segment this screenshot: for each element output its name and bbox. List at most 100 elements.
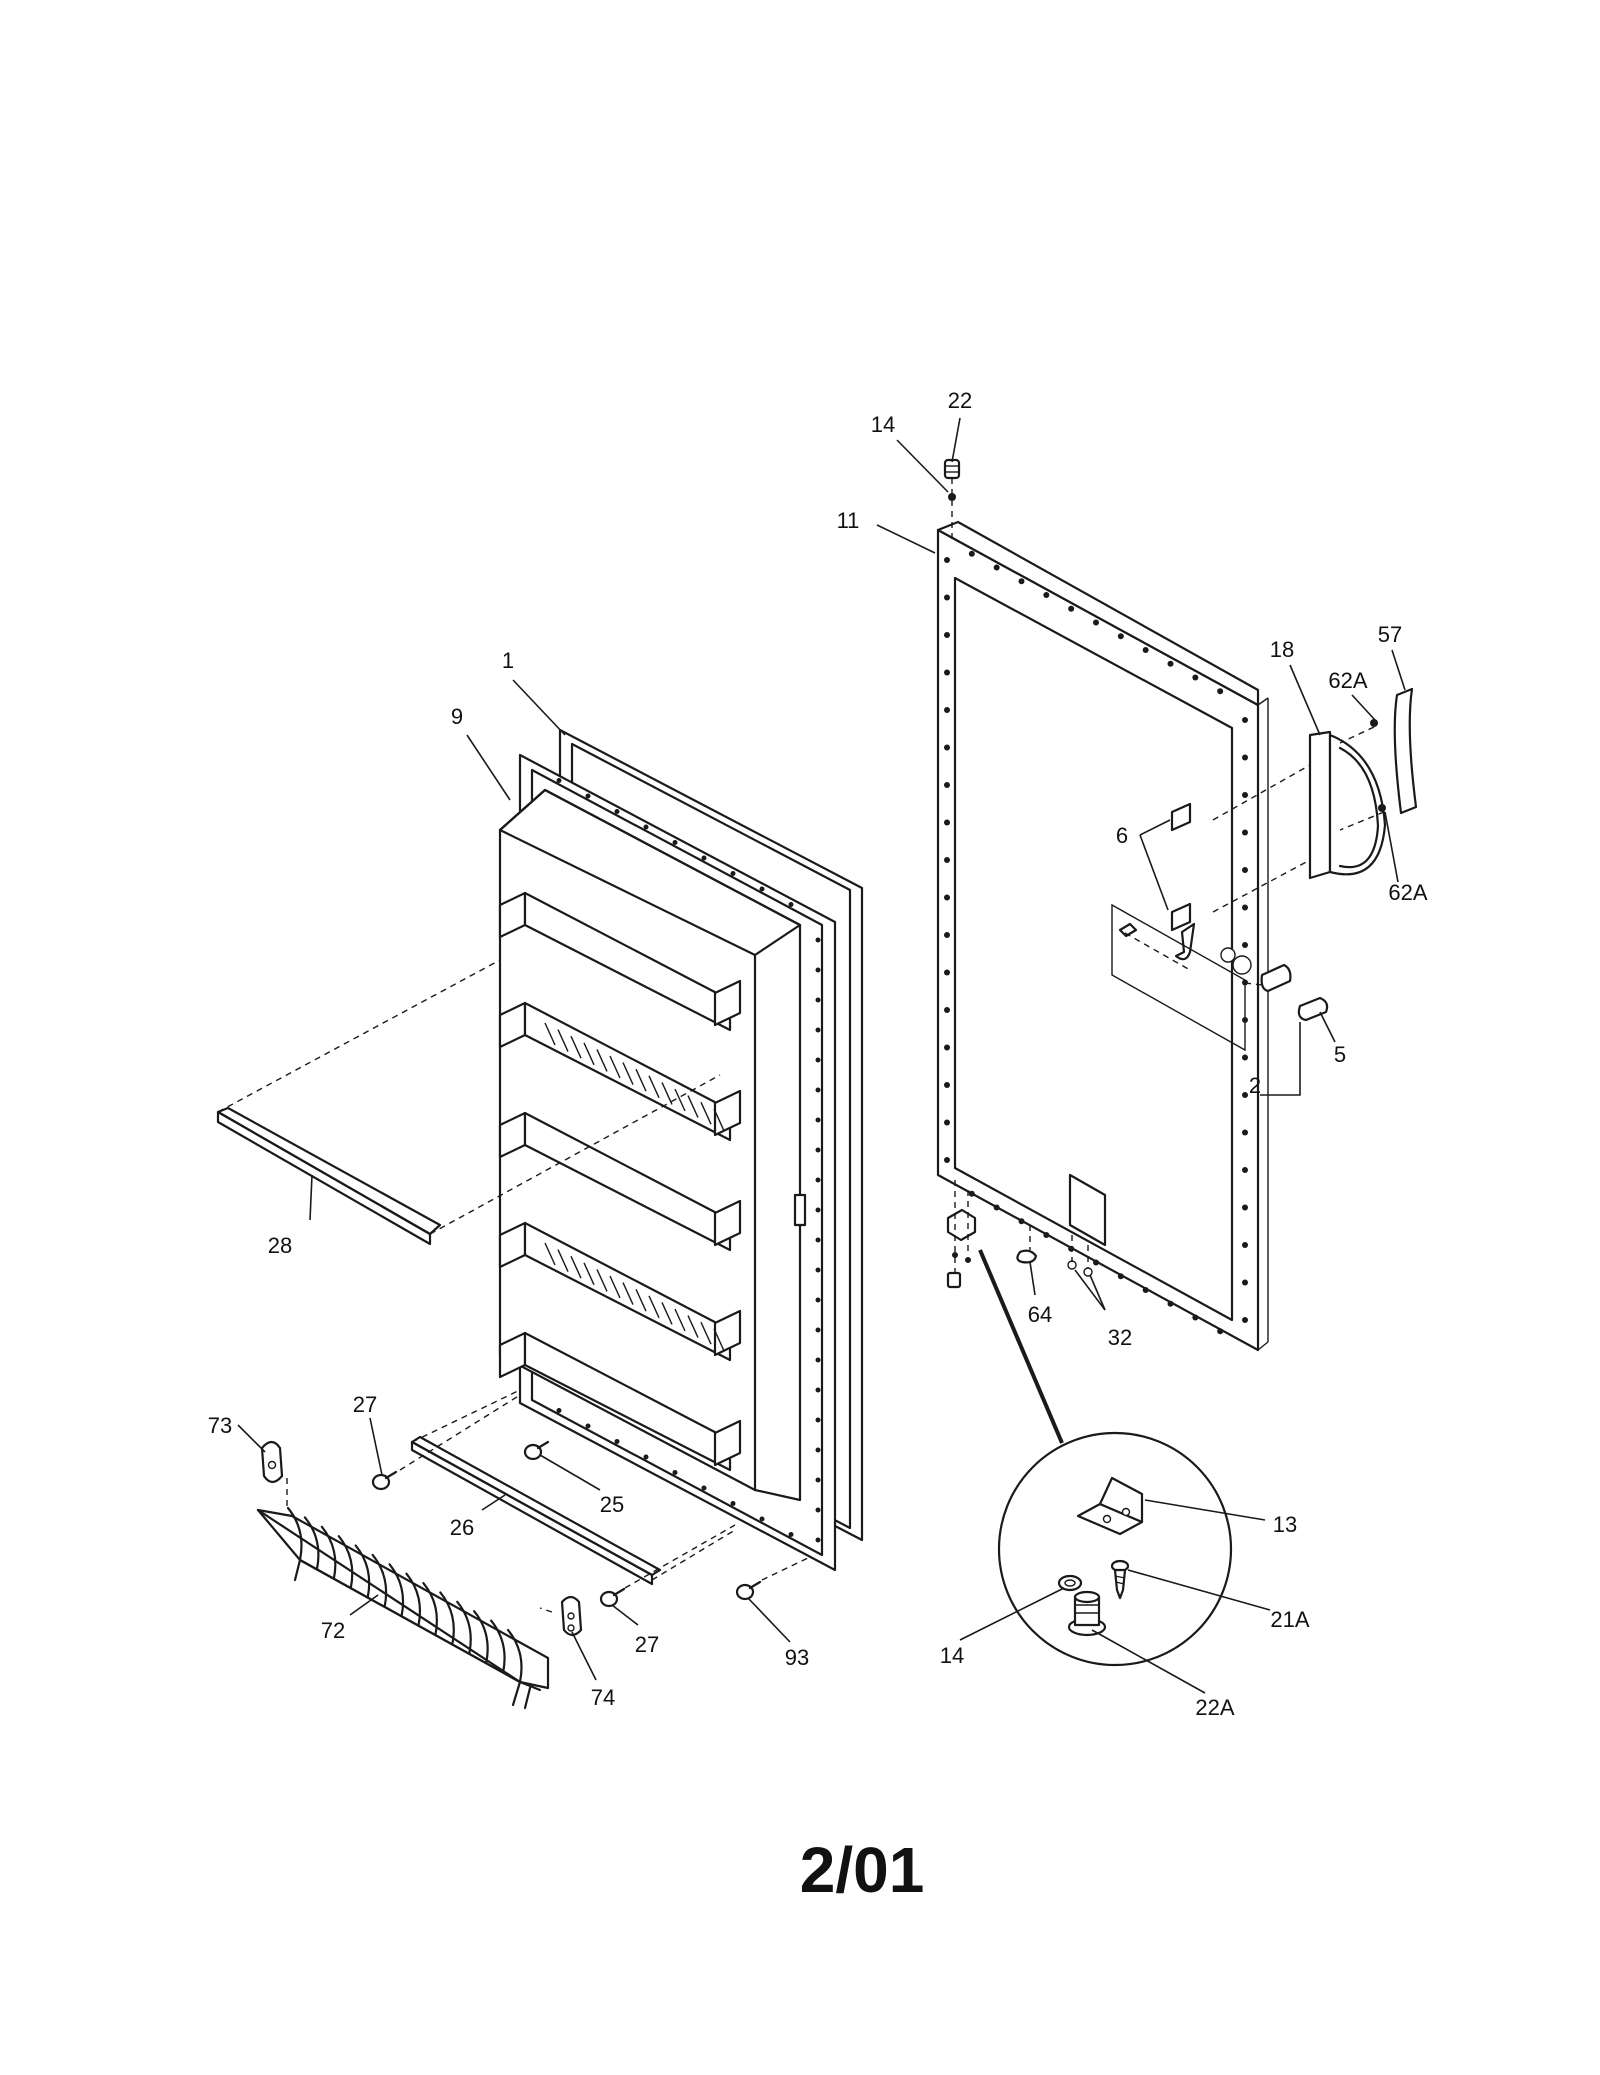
frame-hole <box>1093 619 1099 626</box>
callout-18: 18 <box>1270 637 1294 662</box>
frame-hole <box>944 1044 950 1051</box>
frame-hole <box>1117 1273 1124 1280</box>
frame-hole <box>1242 829 1248 836</box>
liner-hole <box>672 840 678 845</box>
callout-14-detail: 14 <box>940 1643 964 1668</box>
liner-hole <box>815 1027 821 1033</box>
liner-hole <box>701 855 707 861</box>
shelf-rib <box>661 1082 673 1105</box>
frame-hole <box>944 557 950 563</box>
liner-hole <box>815 1117 821 1123</box>
liner-hole <box>730 871 736 876</box>
callout-5: 5 <box>1334 1042 1346 1067</box>
frame-hole <box>1068 605 1075 612</box>
liner-hole <box>815 937 821 943</box>
liner-hole <box>815 967 821 973</box>
basket-72 <box>256 1506 550 1710</box>
frame-hole <box>1242 1129 1248 1136</box>
callout-93: 93 <box>785 1645 809 1670</box>
shelf-rib <box>609 1275 621 1299</box>
shelf-rib <box>635 1288 647 1312</box>
liner-hole <box>643 824 649 830</box>
frame-hole <box>944 632 950 638</box>
shelf-rib <box>661 1302 673 1325</box>
screw-93 <box>735 1580 762 1601</box>
shelf-rib <box>713 1328 725 1352</box>
screw-27-upper <box>371 1470 398 1491</box>
basket-rib <box>371 1553 388 1609</box>
frame-hole <box>1192 1314 1199 1321</box>
frame-hole <box>968 550 975 557</box>
liner-hole <box>556 1408 562 1413</box>
frame-hole <box>1242 1242 1248 1248</box>
liner-hole <box>672 1470 678 1475</box>
liner-hole <box>815 1087 821 1093</box>
screw-21A <box>1110 1559 1130 1600</box>
liner-hole <box>815 1237 821 1243</box>
shelf-rib <box>700 1321 712 1345</box>
frame-hole <box>1018 1218 1025 1225</box>
basket-rib <box>303 1516 320 1571</box>
inner-door-liner <box>498 728 864 1572</box>
frame-hole <box>944 744 950 751</box>
frame-hole <box>1242 867 1248 873</box>
trim-57 <box>1393 687 1418 815</box>
frame-hole <box>944 669 950 676</box>
shelf-rib <box>700 1101 712 1125</box>
frame-hole <box>944 932 950 938</box>
frame-hole <box>1192 674 1199 681</box>
frame-hole <box>993 564 1000 571</box>
callout-27-lower: 27 <box>635 1632 659 1657</box>
shelf-rib <box>544 1242 556 1266</box>
frame-hole <box>968 1190 975 1197</box>
callout-74: 74 <box>591 1685 615 1710</box>
callout-26: 26 <box>450 1515 474 1540</box>
shelf-rail <box>523 1111 732 1252</box>
callout-28: 28 <box>268 1233 292 1258</box>
liner-hole <box>643 1454 649 1460</box>
liner-hole <box>585 1423 591 1429</box>
frame-hole <box>944 894 950 901</box>
frame-hole <box>1043 592 1050 598</box>
liner-hole <box>815 997 821 1003</box>
frame-hole <box>1043 1232 1050 1238</box>
callout-57: 57 <box>1378 622 1402 647</box>
frame-hole <box>944 857 950 863</box>
shelf-rib <box>687 1315 699 1338</box>
liner-hole <box>815 1177 821 1183</box>
handle-18 <box>1308 730 1387 880</box>
frame-hole <box>1117 633 1124 640</box>
shelf-end-right <box>713 979 742 1027</box>
frame-hole <box>1242 942 1248 948</box>
shelf-rail <box>523 891 732 1032</box>
callout-14-top: 14 <box>871 412 895 437</box>
basket-rib <box>473 1610 489 1665</box>
callout-62A-lower: 62A <box>1388 880 1427 905</box>
liner-hole <box>815 1057 821 1063</box>
frame-hole <box>944 1157 950 1163</box>
frame-hole <box>944 1119 950 1126</box>
screw-27-lower <box>599 1587 626 1608</box>
basket-rib <box>354 1544 371 1599</box>
frame-hole <box>1242 754 1248 761</box>
callout-32: 32 <box>1108 1325 1132 1350</box>
callout-labels: 22 14 11 1 9 18 57 62A 62A 6 5 2 28 64 3… <box>208 388 1428 1720</box>
basket-rib <box>439 1591 455 1646</box>
frame-hole <box>944 1082 950 1088</box>
liner-hole <box>815 1417 821 1423</box>
callout-73: 73 <box>208 1413 232 1438</box>
callout-9: 9 <box>451 704 463 729</box>
liner-hole <box>730 1501 736 1506</box>
callout-62A-upper: 62A <box>1328 668 1367 693</box>
frame-hole <box>944 819 950 826</box>
callout-11: 11 <box>837 508 860 533</box>
hinge-detail-circle <box>978 1249 1233 1667</box>
leader-lines <box>237 417 1406 1694</box>
shelf-rib <box>557 1029 569 1052</box>
frame-hole <box>1242 1054 1248 1061</box>
shelf-end-right <box>713 1199 742 1247</box>
callout-13: 13 <box>1273 1512 1297 1537</box>
shelf-rib <box>570 1255 582 1279</box>
liner-hole <box>815 1507 821 1513</box>
